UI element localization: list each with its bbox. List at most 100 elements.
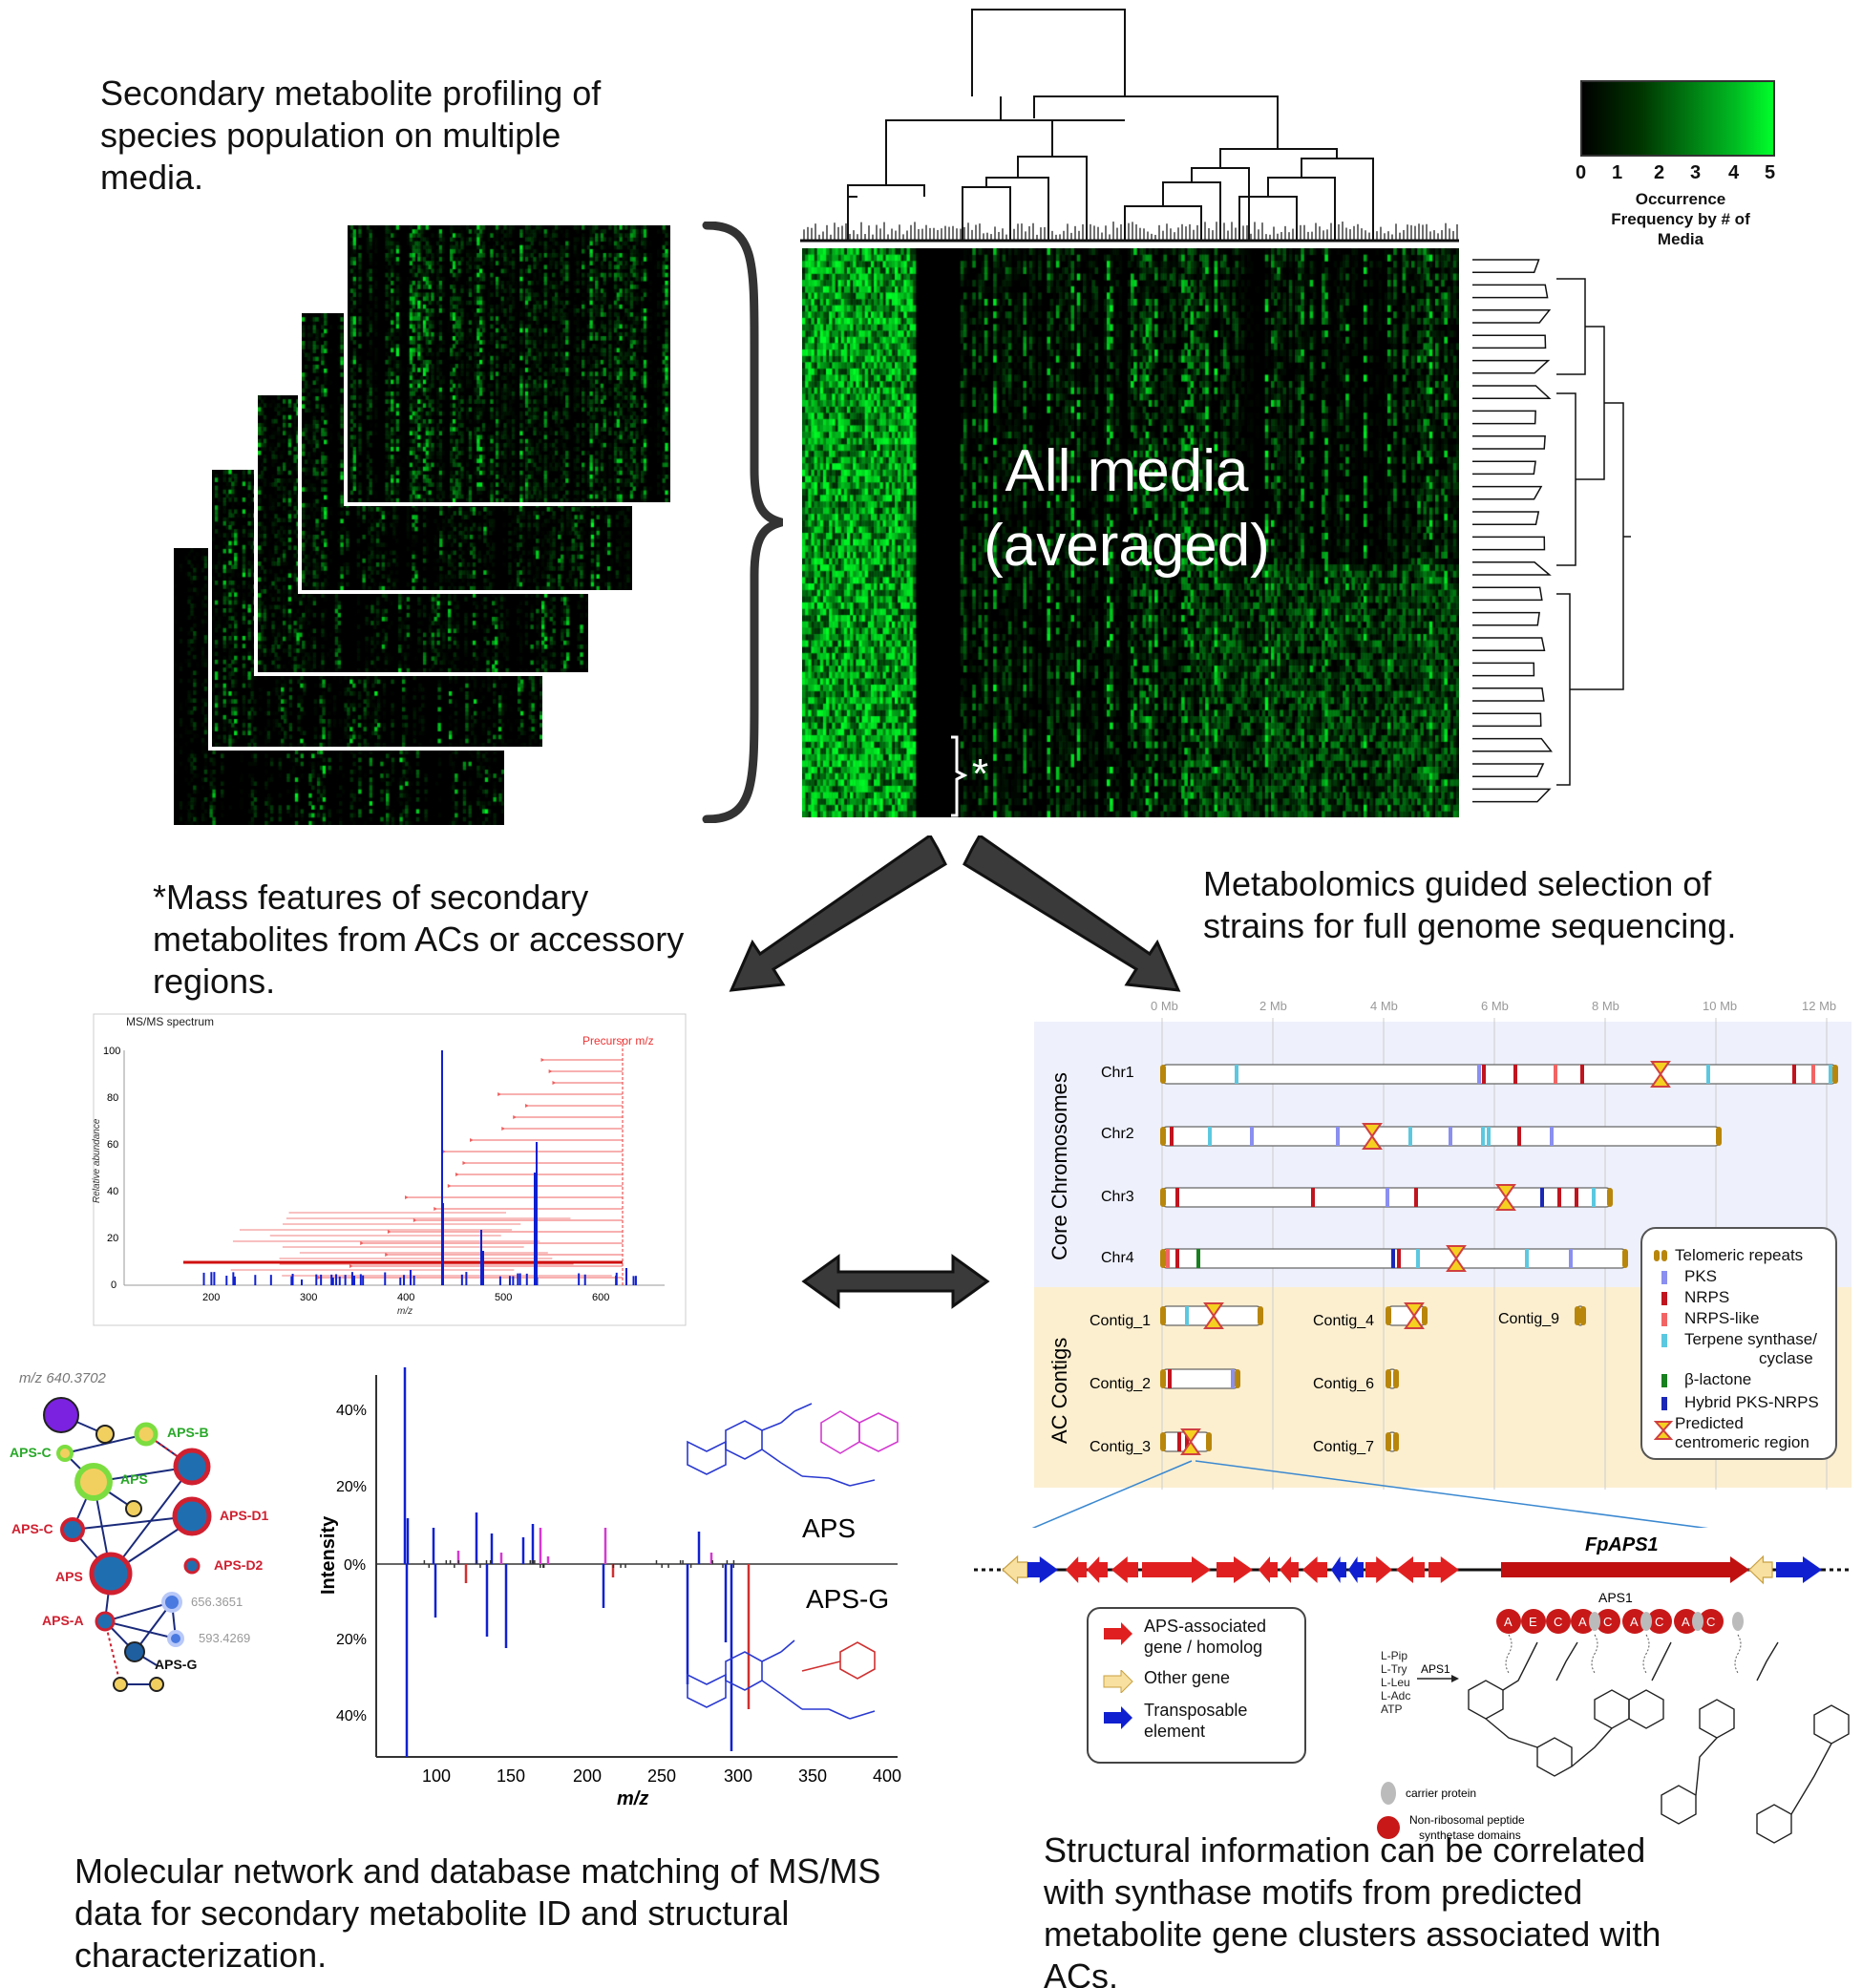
asterisk-marker: * [972,751,989,797]
mirror-xtick-350: 350 [798,1766,827,1786]
genome-map: 0 Mb 2 Mb 4 Mb 6 Mb 8 Mb 10 Mb 12 Mb Cor… [1047,999,1838,1490]
other-gene-arrow-icon [1103,1670,1133,1693]
aps1-enzyme-label: APS1 [1598,1590,1633,1605]
right-dendrogram [1472,259,1631,803]
node-aps-b: APS-B [167,1425,209,1440]
msms-xtick-600: 600 [592,1292,609,1303]
telomeric-repeats-icon-2 [1661,1250,1667,1261]
mirror-x-ticks: 100 150 200 250 300 350 400 [422,1766,901,1786]
mirror-xtick-100: 100 [422,1766,451,1786]
overlay-line-2: (averaged) [984,513,1270,579]
contig7-label: Contig_7 [1313,1439,1374,1455]
network-caption: Molecular network and database matching … [74,1851,881,1975]
subcluster-bracket [951,735,968,817]
heatmap-overlay: All media (averaged) [917,434,1337,583]
diagonal-arrows [729,835,1181,992]
mirror-peaks [403,1367,751,1757]
msms-ytick-20: 20 [107,1233,118,1244]
tick-0: 0 [1576,162,1587,183]
msms-peaks [202,1050,637,1285]
peptide-structure [1468,1641,1850,1844]
msms-xtick-500: 500 [495,1292,512,1303]
tick-1: 1 [1612,162,1623,183]
node-aps-a: APS-A [42,1613,84,1628]
legend-other-gene: Other gene [1144,1668,1231,1687]
colorbar-label-2: Frequency by # of [1611,210,1750,228]
svg-text:A: A [1630,1615,1639,1629]
legend-nrps: NRPS [1684,1288,1730,1306]
substrate-atp: ATP [1381,1702,1402,1716]
ac-contigs-label: AC Contigs [1047,1338,1071,1444]
contig2-label: Contig_2 [1090,1376,1151,1392]
aps1-arrow-label: APS1 [1421,1662,1450,1676]
genome-legend: Telomeric repeats PKS NRPS NRPS-like Ter… [1640,1227,1837,1460]
molecular-network: m/z 640.3702 APS-B APS- [10,1370,269,1692]
mirror-ytick-40-bottom: 40% [336,1708,367,1724]
msms-xtick-300: 300 [300,1292,317,1303]
fpaps1-label: FpAPS1 [1585,1534,1659,1555]
node-aps-red: APS [55,1569,83,1584]
telomeric-repeats-icon [1654,1250,1660,1261]
chr1-label: Chr1 [1101,1065,1134,1081]
chr2-label: Chr2 [1101,1126,1134,1142]
msms-title: MS/MS spectrum [126,1015,214,1028]
legend-predicted: Predicted [1675,1414,1744,1432]
legend-aps-associated: APS-associated [1144,1617,1267,1636]
structural-caption: Structural information can be correlated… [1044,1830,1661,1988]
mirror-y-ticks: 40% 20% 0% 20% 40% [336,1403,367,1724]
mass-593: 593.4269 [199,1631,250,1645]
contig3-label: Contig_3 [1090,1439,1151,1455]
curly-brace [702,222,783,823]
substrate-l-try: L-Try [1381,1662,1407,1676]
tick-5: 5 [1765,162,1776,183]
msms-ytick-40: 40 [107,1186,118,1197]
node-aps-green: APS [120,1471,148,1487]
mirror-xtick-250: 250 [647,1766,676,1786]
msms-ytick-80: 80 [107,1092,118,1104]
node-aps-g: APS-G [155,1657,197,1672]
cluster-legend: APS-associated gene / homolog Other gene… [1087,1607,1306,1764]
terpene-icon [1661,1334,1667,1347]
nrps-domain-icon [1377,1816,1400,1839]
chr3-label: Chr3 [1101,1189,1134,1205]
svg-text:E: E [1529,1615,1537,1629]
legend-element: element [1144,1722,1206,1741]
substrate-l-leu: L-Leu [1381,1676,1410,1689]
svg-text:C: C [1554,1615,1562,1629]
gene-cluster [1031,1460,1709,1528]
genome-scale: 0 Mb 2 Mb 4 Mb 6 Mb 8 Mb 10 Mb 12 Mb [1151,999,1836,1013]
mirror-xtick-200: 200 [573,1766,602,1786]
beta-lactone-icon [1661,1374,1667,1387]
colorbar-label-3: Media [1657,230,1704,248]
aps-label: APS [802,1513,856,1543]
msms-spectrum: MS/MS spectrum Precursor m/z Relative ab… [92,1013,687,1326]
tick-2: 2 [1654,162,1665,183]
stacked-heatmaps [170,222,674,829]
nrps-domain-label-1: Non-ribosomal peptide [1409,1813,1525,1827]
pks-icon [1661,1271,1667,1284]
top-dendrogram [800,9,1459,243]
tick-3: 3 [1690,162,1702,183]
substrate-l-pip: L-Pip [1381,1649,1407,1662]
msms-ytick-0: 0 [111,1280,116,1291]
svg-text:C: C [1706,1615,1715,1629]
genome-bars [1160,1061,1838,1455]
mirror-xtick-150: 150 [497,1766,525,1786]
node-aps-c-red: APS-C [11,1521,53,1536]
legend-pks: PKS [1684,1267,1718,1285]
svg-text:C: C [1655,1615,1663,1629]
mirror-spectrum: Intensity 40% 20% 0% 20% 40% 100 150 200… [318,1367,901,1809]
scale-4mb: 4 Mb [1370,999,1398,1013]
arrow-left-down [729,835,947,992]
legend-telomeric-repeats: Telomeric repeats [1675,1246,1804,1264]
nrps-like-icon [1661,1313,1667,1326]
metabolomics-caption: Metabolomics guided selection of strains… [1203,864,1737,945]
msms-x-ticks: 200 300 400 500 600 [202,1292,609,1303]
legend-nrps-like: NRPS-like [1684,1309,1760,1327]
mass-656: 656.3651 [191,1595,243,1609]
colorbar-ticks: 0 1 2 3 4 5 [1576,162,1778,191]
chr4-label: Chr4 [1101,1250,1134,1266]
mirror-ytick-0: 0% [344,1557,366,1574]
